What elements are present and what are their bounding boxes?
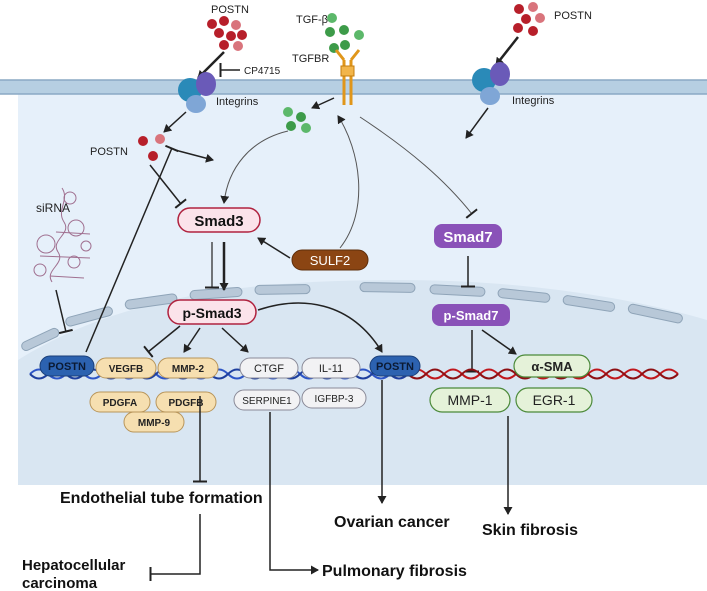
integrins-label-left: Integrins <box>216 96 259 108</box>
egr1-label: EGR-1 <box>533 392 576 408</box>
postn-label-top-right: POSTN <box>554 10 592 22</box>
pulmonary-outcome: Pulmonary fibrosis <box>322 563 467 580</box>
sirna-structure <box>33 187 92 283</box>
postn-gene-left <box>39 355 95 377</box>
endothelial-outcome: Endothelial tube formation <box>60 490 263 507</box>
vegfb-label: VEGFB <box>109 364 143 375</box>
sulf2-label: SULF2 <box>310 253 350 268</box>
pdgfa-label: PDGFA <box>103 398 137 409</box>
hcc-outcome-line1: Hepatocellular <box>22 557 126 574</box>
sulf2-node <box>291 249 369 271</box>
gene-group-tan <box>89 357 219 433</box>
skin-outcome: Skin fibrosis <box>482 522 578 539</box>
tgf-beta-label: TGF-β <box>296 14 328 26</box>
ctgf-label: CTGF <box>254 363 284 375</box>
tgf-beta-ligand <box>325 13 364 53</box>
postn-gene-left-label: POSTN <box>48 361 86 373</box>
postn-label-top-left: POSTN <box>211 4 249 16</box>
smad7-label: Smad7 <box>443 229 492 246</box>
mmp9-label: MMP-9 <box>138 418 171 429</box>
tgfbr-receptor <box>334 49 361 105</box>
integrin-receptor-left <box>178 72 216 113</box>
integrins-label-right: Integrins <box>512 95 555 107</box>
nuclear-envelope <box>21 282 683 352</box>
mmp2-label: MMP-2 <box>172 364 205 375</box>
gene-group-grey <box>233 357 367 411</box>
integrin-receptor-right <box>472 62 510 105</box>
mmp1-label: MMP-1 <box>447 392 492 408</box>
plasma-membrane <box>0 80 707 94</box>
gene-group-green <box>429 354 593 413</box>
cp4715-label: CP4715 <box>244 66 281 77</box>
pdgfb-label: PDGFB <box>169 398 204 409</box>
smad3-node <box>177 207 261 233</box>
postn-label-internal: POSTN <box>90 146 128 158</box>
smad7-node <box>434 224 502 248</box>
postn-gene-right <box>369 355 421 377</box>
p-smad7-label: p-Smad7 <box>444 308 499 323</box>
tgfbr-label: TGFBR <box>292 53 329 65</box>
serpine1-label: SERPINE1 <box>242 396 292 407</box>
postn-internal <box>138 134 165 161</box>
igfbp3-label: IGFBP-3 <box>315 394 354 405</box>
p-smad7-node <box>432 304 510 326</box>
postn-ligand-top-right <box>513 2 545 36</box>
asma-label: α-SMA <box>531 359 573 374</box>
nucleus <box>18 280 707 485</box>
smad3-label: Smad3 <box>194 213 243 230</box>
postn-ligand-top-left <box>207 16 247 51</box>
p-smad3-node <box>167 299 257 325</box>
hcc-outcome-line2: carcinoma <box>22 575 98 591</box>
ovarian-outcome: Ovarian cancer <box>334 514 450 531</box>
il11-label: IL-11 <box>319 363 343 375</box>
sirna-label: siRNA <box>36 201 70 215</box>
tgf-beta-internal <box>283 107 311 133</box>
p-smad3-label: p-Smad3 <box>182 305 241 321</box>
postn-gene-right-label: POSTN <box>376 361 414 373</box>
